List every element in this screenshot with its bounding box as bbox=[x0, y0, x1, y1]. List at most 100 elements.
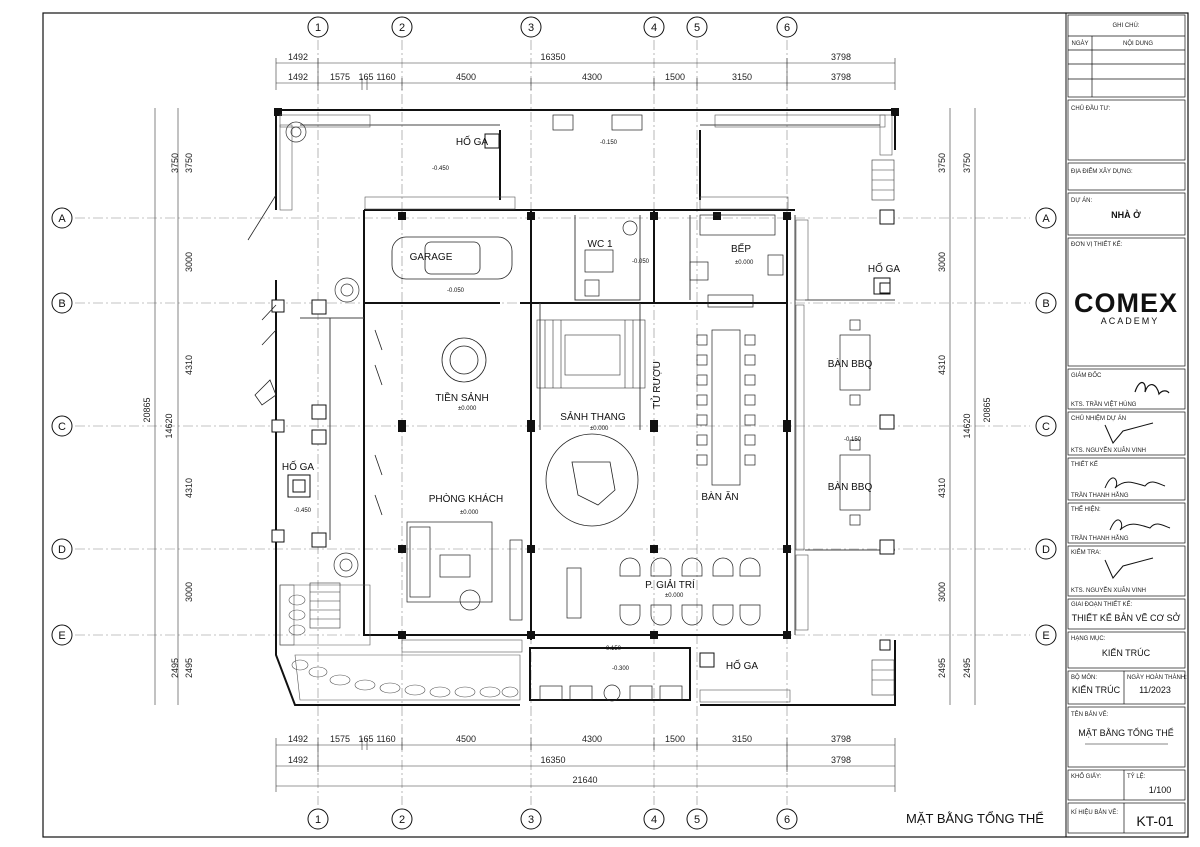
dim-top-detail: 3798 bbox=[831, 72, 851, 82]
grid-bubble bbox=[520, 16, 542, 38]
dim-left-total: 20865 bbox=[142, 397, 152, 422]
room-label-foyer: TIỀN SẢNH bbox=[435, 391, 488, 404]
level-marker: -0.450 bbox=[294, 508, 312, 514]
grid-label: 3 bbox=[528, 22, 534, 34]
grid-bubbles-right: A B C D E bbox=[1035, 207, 1057, 646]
tb-hang-muc: KIẾN TRÚC bbox=[1102, 648, 1151, 658]
tb-kiem-tra-name: KTS. NGUYỄN XUÂN VINH bbox=[1071, 587, 1146, 594]
dim-left-mid: 14620 bbox=[164, 413, 174, 438]
bbq-tables bbox=[839, 319, 871, 526]
company-logo-subtext: ACADEMY bbox=[1101, 316, 1160, 326]
staircase bbox=[536, 319, 646, 389]
signature-director bbox=[1134, 382, 1170, 396]
room-label-ho-ga-top: HỐ GA bbox=[456, 134, 489, 148]
tb-ten-ban-ve: MẶT BẰNG TỔNG THỂ bbox=[1078, 727, 1174, 738]
tb-giai-doan: THIẾT KẾ BẢN VẼ CƠ SỞ bbox=[1072, 612, 1181, 623]
dim-top-detail: 165 bbox=[358, 72, 373, 82]
tb-ghi-chu: GHI CHÚ: bbox=[1113, 22, 1140, 29]
grid-bubble bbox=[51, 292, 73, 314]
signature-project-lead bbox=[1104, 422, 1154, 444]
dim-right: 2495 bbox=[962, 658, 972, 678]
grid-bubble bbox=[1035, 292, 1057, 314]
garage-car bbox=[391, 236, 513, 280]
dim-left: 2495 bbox=[170, 658, 180, 678]
grid-bubble bbox=[391, 808, 413, 830]
dim-top-detail: 1160 bbox=[376, 72, 395, 82]
tb-giai-doan-label: GIAI ĐOẠN THIẾT KẾ: bbox=[1071, 601, 1132, 608]
grid-label: 6 bbox=[784, 22, 790, 34]
grid-bubbles-left: A B C D E bbox=[51, 207, 73, 646]
room-label-ho-ga-bottom: HỐ GA bbox=[726, 658, 759, 672]
dim-top-detail: 3150 bbox=[732, 72, 752, 82]
tb-giam-doc-name: KTS. TRẦN VIỆT HÙNG bbox=[1071, 400, 1137, 408]
dim-left: 3000 bbox=[184, 252, 194, 272]
dim-left: 3000 bbox=[184, 582, 194, 602]
tb-ngay-ht: 11/2023 bbox=[1139, 685, 1171, 695]
tb-bo-mon-label: BỘ MÔN: bbox=[1071, 674, 1097, 681]
grid-bubble bbox=[307, 16, 329, 38]
grid-bubble bbox=[1035, 415, 1057, 437]
dim-right: 4310 bbox=[937, 478, 947, 498]
dim-right-total: 20865 bbox=[982, 397, 992, 422]
signature-drafter bbox=[1109, 519, 1171, 531]
dim-bottom-detail: 1500 bbox=[665, 734, 685, 744]
piano bbox=[545, 433, 639, 527]
grid-bubbles-top: 1 2 3 4 5 6 bbox=[307, 16, 798, 38]
tb-thiet-ke: THIẾT KẾ bbox=[1071, 461, 1098, 468]
grid-label: E bbox=[1042, 630, 1049, 642]
level-marker: ±0.000 bbox=[590, 426, 609, 432]
room-label-bbq-1: BÀN BBQ bbox=[828, 357, 873, 370]
level-marker: ±0.000 bbox=[735, 260, 754, 266]
level-marker: -0.150 bbox=[844, 437, 862, 443]
dim-top-detail: 4300 bbox=[582, 72, 602, 82]
tb-don-vi: ĐƠN VỊ THIẾT KẾ: bbox=[1071, 241, 1123, 248]
grid-label: A bbox=[1042, 213, 1050, 225]
grid-bubble bbox=[686, 16, 708, 38]
dim-right: 3000 bbox=[937, 252, 947, 272]
dim-left: 3750 bbox=[184, 153, 194, 173]
dim-bottom-detail: 4500 bbox=[456, 734, 476, 744]
grid-label: 2 bbox=[399, 814, 405, 826]
tb-giam-doc: GIÁM ĐỐC bbox=[1071, 372, 1102, 379]
dim-bottom-detail: 1160 bbox=[376, 734, 395, 744]
signature-designer bbox=[1104, 477, 1166, 489]
dimension-lines-side bbox=[154, 108, 976, 705]
grid-label: 4 bbox=[651, 22, 657, 34]
tb-ty-le-label: TỶ LỆ: bbox=[1127, 772, 1146, 780]
grid-label: 4 bbox=[651, 814, 657, 826]
dim-top-overall: 3798 bbox=[831, 52, 851, 62]
grid-label: A bbox=[58, 213, 66, 225]
room-label-wc: WC 1 bbox=[588, 239, 613, 250]
grid-bubble bbox=[1035, 624, 1057, 646]
dim-bottom-total: 21640 bbox=[572, 775, 597, 785]
dim-top-detail: 4500 bbox=[456, 72, 476, 82]
grid-bubble bbox=[643, 808, 665, 830]
grid-bubble bbox=[686, 808, 708, 830]
tb-kho-giay-label: KHỔ GIẤY: bbox=[1071, 773, 1102, 780]
grid-label: 5 bbox=[694, 22, 700, 34]
level-marker: -0.050 bbox=[447, 288, 465, 294]
dim-right-mid: 14620 bbox=[962, 413, 972, 438]
grid-label: B bbox=[58, 298, 65, 310]
tb-chu-nhiem: CHỦ NHIỆM DỰ ÁN bbox=[1071, 414, 1126, 422]
entertainment-seating bbox=[566, 557, 761, 626]
room-label-kitchen: BẾP bbox=[731, 242, 751, 255]
grid-label: 6 bbox=[784, 814, 790, 826]
entrance-gate bbox=[247, 194, 383, 516]
outdoor-pillars bbox=[271, 209, 895, 651]
tb-ten-ban-ve-label: TÊN BẢN VẼ: bbox=[1071, 710, 1109, 718]
grid-bubble bbox=[1035, 207, 1057, 229]
manholes bbox=[287, 133, 891, 668]
dim-bottom-detail: 1575 bbox=[330, 734, 350, 744]
tb-bo-mon: KIẾN TRÚC bbox=[1072, 685, 1121, 695]
room-label-dining: BÀN ĂN bbox=[701, 490, 738, 503]
dim-top-detail: 1575 bbox=[330, 72, 350, 82]
grid-bubble bbox=[776, 16, 798, 38]
grid-label: 2 bbox=[399, 22, 405, 34]
grid-bubble bbox=[51, 415, 73, 437]
tb-kiem-tra: KIỂM TRA: bbox=[1071, 549, 1101, 556]
dim-left: 4310 bbox=[184, 355, 194, 375]
dim-top-detail: 1500 bbox=[665, 72, 685, 82]
